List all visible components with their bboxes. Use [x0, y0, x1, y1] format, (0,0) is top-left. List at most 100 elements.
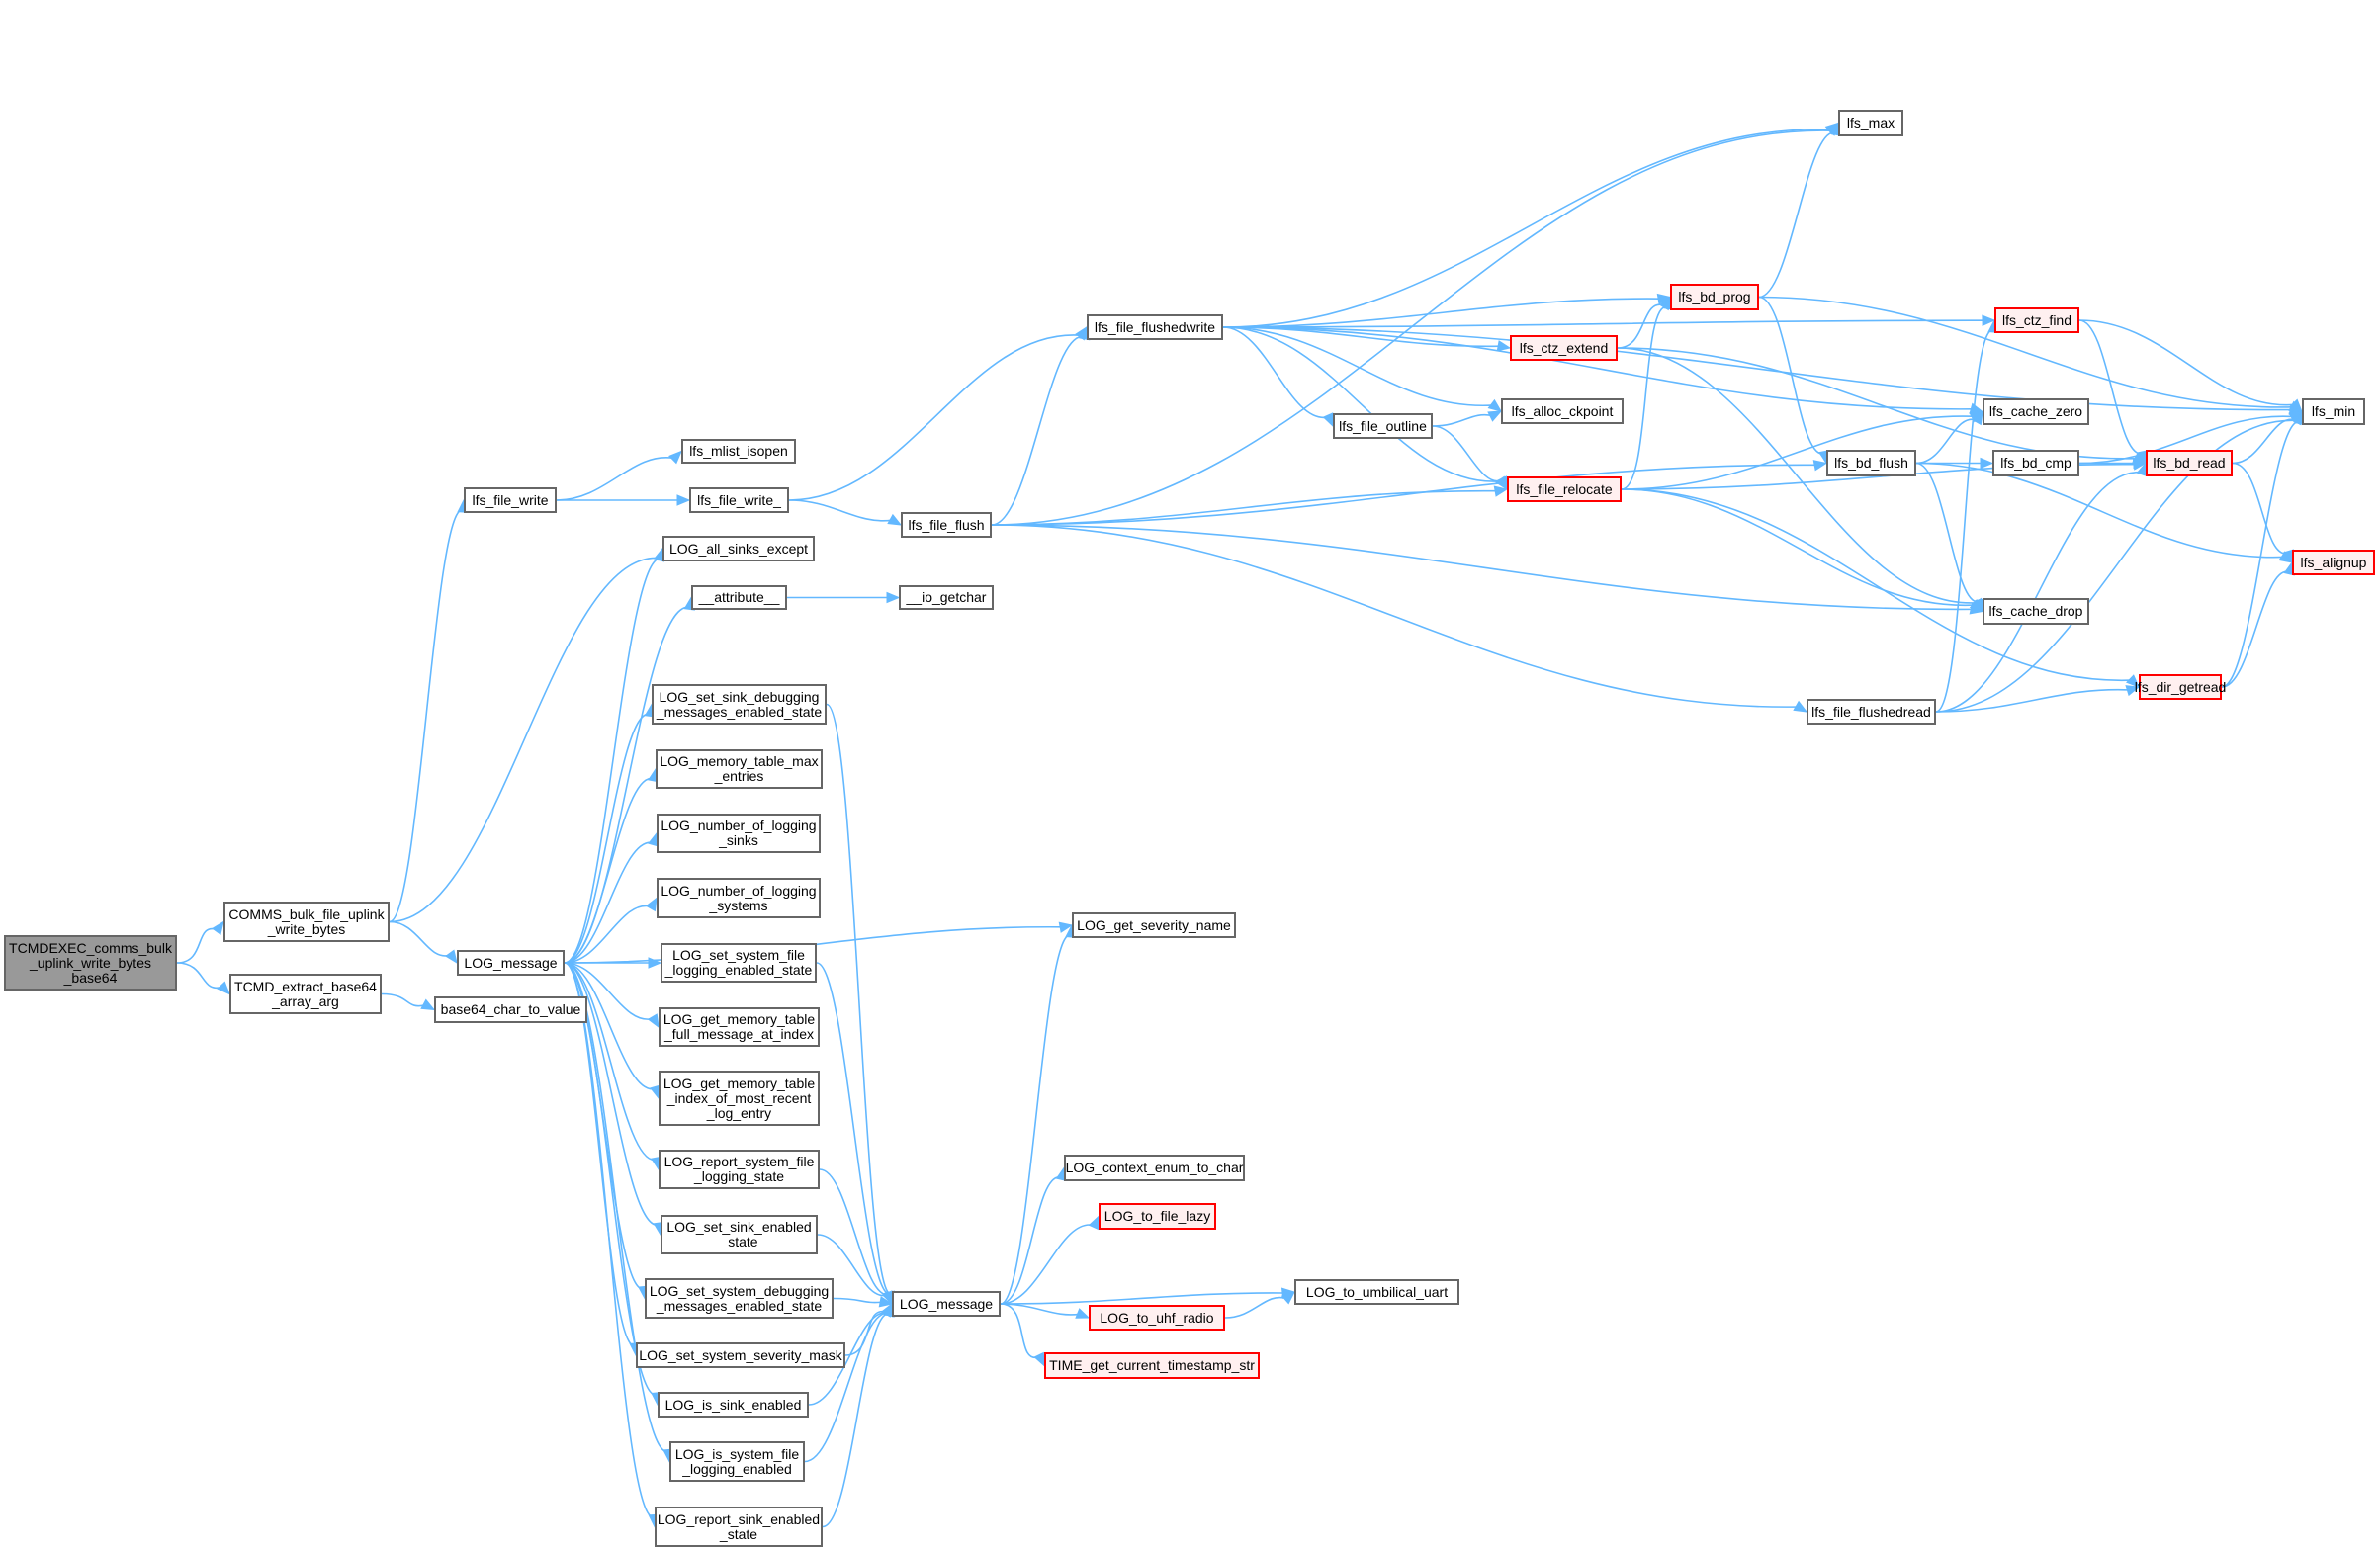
graph-node-lfs-bd-prog[interactable]: lfs_bd_prog — [1670, 284, 1759, 310]
graph-node-label: lfs_cache_zero — [1988, 403, 2083, 419]
call-edge — [556, 457, 674, 501]
graph-node-lfs-cache-zero[interactable]: lfs_cache_zero — [1983, 398, 2089, 425]
graph-node-lfs-alloc-ckpoint[interactable]: lfs_alloc_ckpoint — [1501, 398, 1624, 424]
graph-node-lfs-cache-drop[interactable]: lfs_cache_drop — [1983, 598, 2089, 625]
call-edge — [1432, 413, 1493, 427]
graph-node-log-set-sink-dbg[interactable]: LOG_set_sink_debugging _messages_enabled… — [652, 684, 827, 725]
graph-node-lfs-alignup[interactable]: lfs_alignup — [2292, 550, 2375, 575]
graph-node-label: TCMDEXEC_comms_bulk _uplink_write_bytes … — [9, 939, 172, 986]
arrowhead-icon — [887, 513, 903, 526]
call-edge — [564, 713, 651, 964]
call-edge — [2232, 462, 2290, 555]
graph-node-attribute[interactable]: __attribute__ — [691, 585, 787, 610]
call-edge — [1222, 298, 1661, 328]
call-edge — [1222, 326, 1330, 419]
graph-node-label: lfs_alignup — [2300, 554, 2367, 570]
graph-node-label: lfs_file_write — [472, 491, 549, 508]
graph-node-lfs-file-write-[interactable]: lfs_file_write_ — [689, 487, 789, 513]
call-edge — [1758, 296, 1825, 455]
graph-node-log-is-sink-enabled[interactable]: LOG_is_sink_enabled — [658, 1392, 809, 1418]
graph-node-log-to-umbilical[interactable]: LOG_to_umbilical_uart — [1294, 1279, 1459, 1305]
graph-node-log-to-file-lazy[interactable]: LOG_to_file_lazy — [1099, 1203, 1216, 1230]
arrowhead-icon — [2125, 685, 2141, 697]
call-edge — [1935, 688, 2130, 713]
call-edge — [1432, 425, 1504, 482]
graph-node-log-get-mem-full[interactable]: LOG_get_memory_table _full_message_at_in… — [659, 1007, 820, 1047]
graph-node-log-message-2[interactable]: LOG_message — [892, 1291, 1001, 1317]
graph-node-label: LOG_number_of_logging _systems — [661, 882, 817, 913]
graph-node-label: LOG_to_file_lazy — [1103, 1208, 1211, 1224]
graph-node-log-get-mem-idx[interactable]: LOG_get_memory_table _index_of_most_rece… — [659, 1071, 820, 1126]
graph-node-io-getchar[interactable]: __io_getchar — [899, 585, 994, 610]
graph-node-log-to-uhf[interactable]: LOG_to_uhf_radio — [1089, 1305, 1225, 1331]
graph-node-log-set-sys-file[interactable]: LOG_set_system_file _logging_enabled_sta… — [661, 943, 817, 983]
graph-node-label: lfs_ctz_find — [2001, 311, 2072, 328]
graph-node-label: LOG_all_sinks_except — [668, 540, 809, 557]
graph-node-label: LOG_number_of_logging _sinks — [661, 818, 817, 848]
graph-node-lfs-file-write[interactable]: lfs_file_write — [464, 487, 557, 513]
graph-node-base64-char[interactable]: base64_char_to_value — [434, 996, 587, 1023]
arrowhead-icon — [1487, 410, 1503, 422]
arrowhead-icon — [1812, 460, 1828, 472]
graph-node-lfs-min[interactable]: lfs_min — [2302, 398, 2365, 425]
graph-node-log-all-sinks-except[interactable]: LOG_all_sinks_except — [662, 536, 815, 561]
graph-node-log-report-sink[interactable]: LOG_report_sink_enabled _state — [655, 1507, 823, 1547]
graph-node-label: lfs_min — [2311, 403, 2356, 419]
graph-node-lfs-max[interactable]: lfs_max — [1838, 110, 1903, 136]
graph-node-log-report-sys-file[interactable]: LOG_report_system_file _logging_state — [659, 1150, 820, 1189]
graph-node-time-get-ts[interactable]: TIME_get_current_timestamp_str — [1044, 1352, 1260, 1379]
graph-node-lfs-file-flushedwrite[interactable]: lfs_file_flushedwrite — [1087, 314, 1223, 340]
graph-node-log-mem-max[interactable]: LOG_memory_table_max _entries — [656, 749, 823, 789]
graph-node-lfs-bd-cmp[interactable]: lfs_bd_cmp — [1992, 450, 2079, 476]
call-edge — [1222, 129, 1831, 328]
call-edge — [1935, 419, 2298, 713]
call-edge — [564, 926, 1063, 964]
graph-node-lfs-bd-flush[interactable]: lfs_bd_flush — [1826, 450, 1916, 476]
graph-node-log-set-sev-mask[interactable]: LOG_set_system_severity_mask — [636, 1342, 845, 1368]
call-edge — [991, 335, 1086, 526]
graph-node-log-is-sys-file[interactable]: LOG_is_system_file _logging_enabled — [669, 1441, 805, 1482]
graph-node-tcmd-extract[interactable]: TCMD_extract_base64 _array_arg — [229, 974, 382, 1014]
call-edge — [176, 927, 219, 964]
graph-node-label: lfs_alloc_ckpoint — [1511, 402, 1614, 419]
graph-node-label: LOG_context_enum_to_char — [1065, 1160, 1244, 1175]
call-edge — [2078, 319, 2296, 406]
graph-node-label: LOG_set_sink_enabled _state — [666, 1219, 812, 1249]
graph-node-log-set-sys-dbg[interactable]: LOG_set_system_debugging _messages_enabl… — [645, 1278, 834, 1319]
graph-node-log-num-sinks[interactable]: LOG_number_of_logging _sinks — [657, 814, 821, 853]
graph-node-log-num-systems[interactable]: LOG_number_of_logging _systems — [657, 878, 821, 918]
call-edge — [1000, 1176, 1063, 1305]
call-edge — [1758, 131, 1837, 299]
arrowhead-icon — [420, 998, 436, 1011]
call-edge — [1621, 415, 1975, 490]
graph-node-label: lfs_bd_prog — [1678, 289, 1751, 304]
call-edge — [389, 557, 661, 923]
graph-node-lfs-file-flushedread[interactable]: lfs_file_flushedread — [1807, 699, 1936, 725]
graph-node-label: lfs_file_flushedwrite — [1094, 318, 1216, 335]
graph-node-log-set-sink-enabled[interactable]: LOG_set_sink_enabled _state — [661, 1215, 818, 1254]
graph-node-comms-bulk[interactable]: COMMS_bulk_file_uplink _write_bytes — [223, 902, 390, 942]
graph-node-label: lfs_mlist_isopen — [689, 443, 788, 459]
graph-node-lfs-ctz-extend[interactable]: lfs_ctz_extend — [1510, 335, 1618, 361]
graph-node-log-get-sev-name[interactable]: LOG_get_severity_name — [1072, 912, 1236, 938]
graph-node-lfs-bd-read[interactable]: lfs_bd_read — [2146, 450, 2233, 476]
call-edge — [1000, 1303, 1080, 1316]
call-edge — [389, 920, 452, 957]
graph-node-lfs-file-flush[interactable]: lfs_file_flush — [901, 512, 992, 538]
call-edge — [1222, 326, 1502, 482]
call-edge — [1222, 326, 2293, 411]
call-edge — [1222, 326, 1494, 406]
call-edge — [816, 962, 892, 1295]
graph-node-log-ctx-enum[interactable]: LOG_context_enum_to_char — [1064, 1155, 1245, 1181]
graph-node-lfs-file-outline[interactable]: lfs_file_outline — [1333, 413, 1433, 439]
graph-node-lfs-file-relocate[interactable]: lfs_file_relocate — [1507, 476, 1622, 502]
arrowhead-icon — [1280, 1291, 1295, 1305]
call-edge — [381, 992, 426, 1007]
graph-node-lfs-dir-getread[interactable]: lfs_dir_getread — [2135, 674, 2226, 700]
graph-node-root[interactable]: TCMDEXEC_comms_bulk _uplink_write_bytes … — [4, 935, 177, 991]
call-edge — [1935, 472, 2143, 713]
graph-node-log-message-1[interactable]: LOG_message — [457, 950, 565, 976]
graph-node-label: TIME_get_current_timestamp_str — [1049, 1357, 1255, 1373]
graph-node-lfs-mlist-isopen[interactable]: lfs_mlist_isopen — [681, 439, 796, 464]
graph-node-lfs-ctz-find[interactable]: lfs_ctz_find — [1994, 307, 2079, 333]
